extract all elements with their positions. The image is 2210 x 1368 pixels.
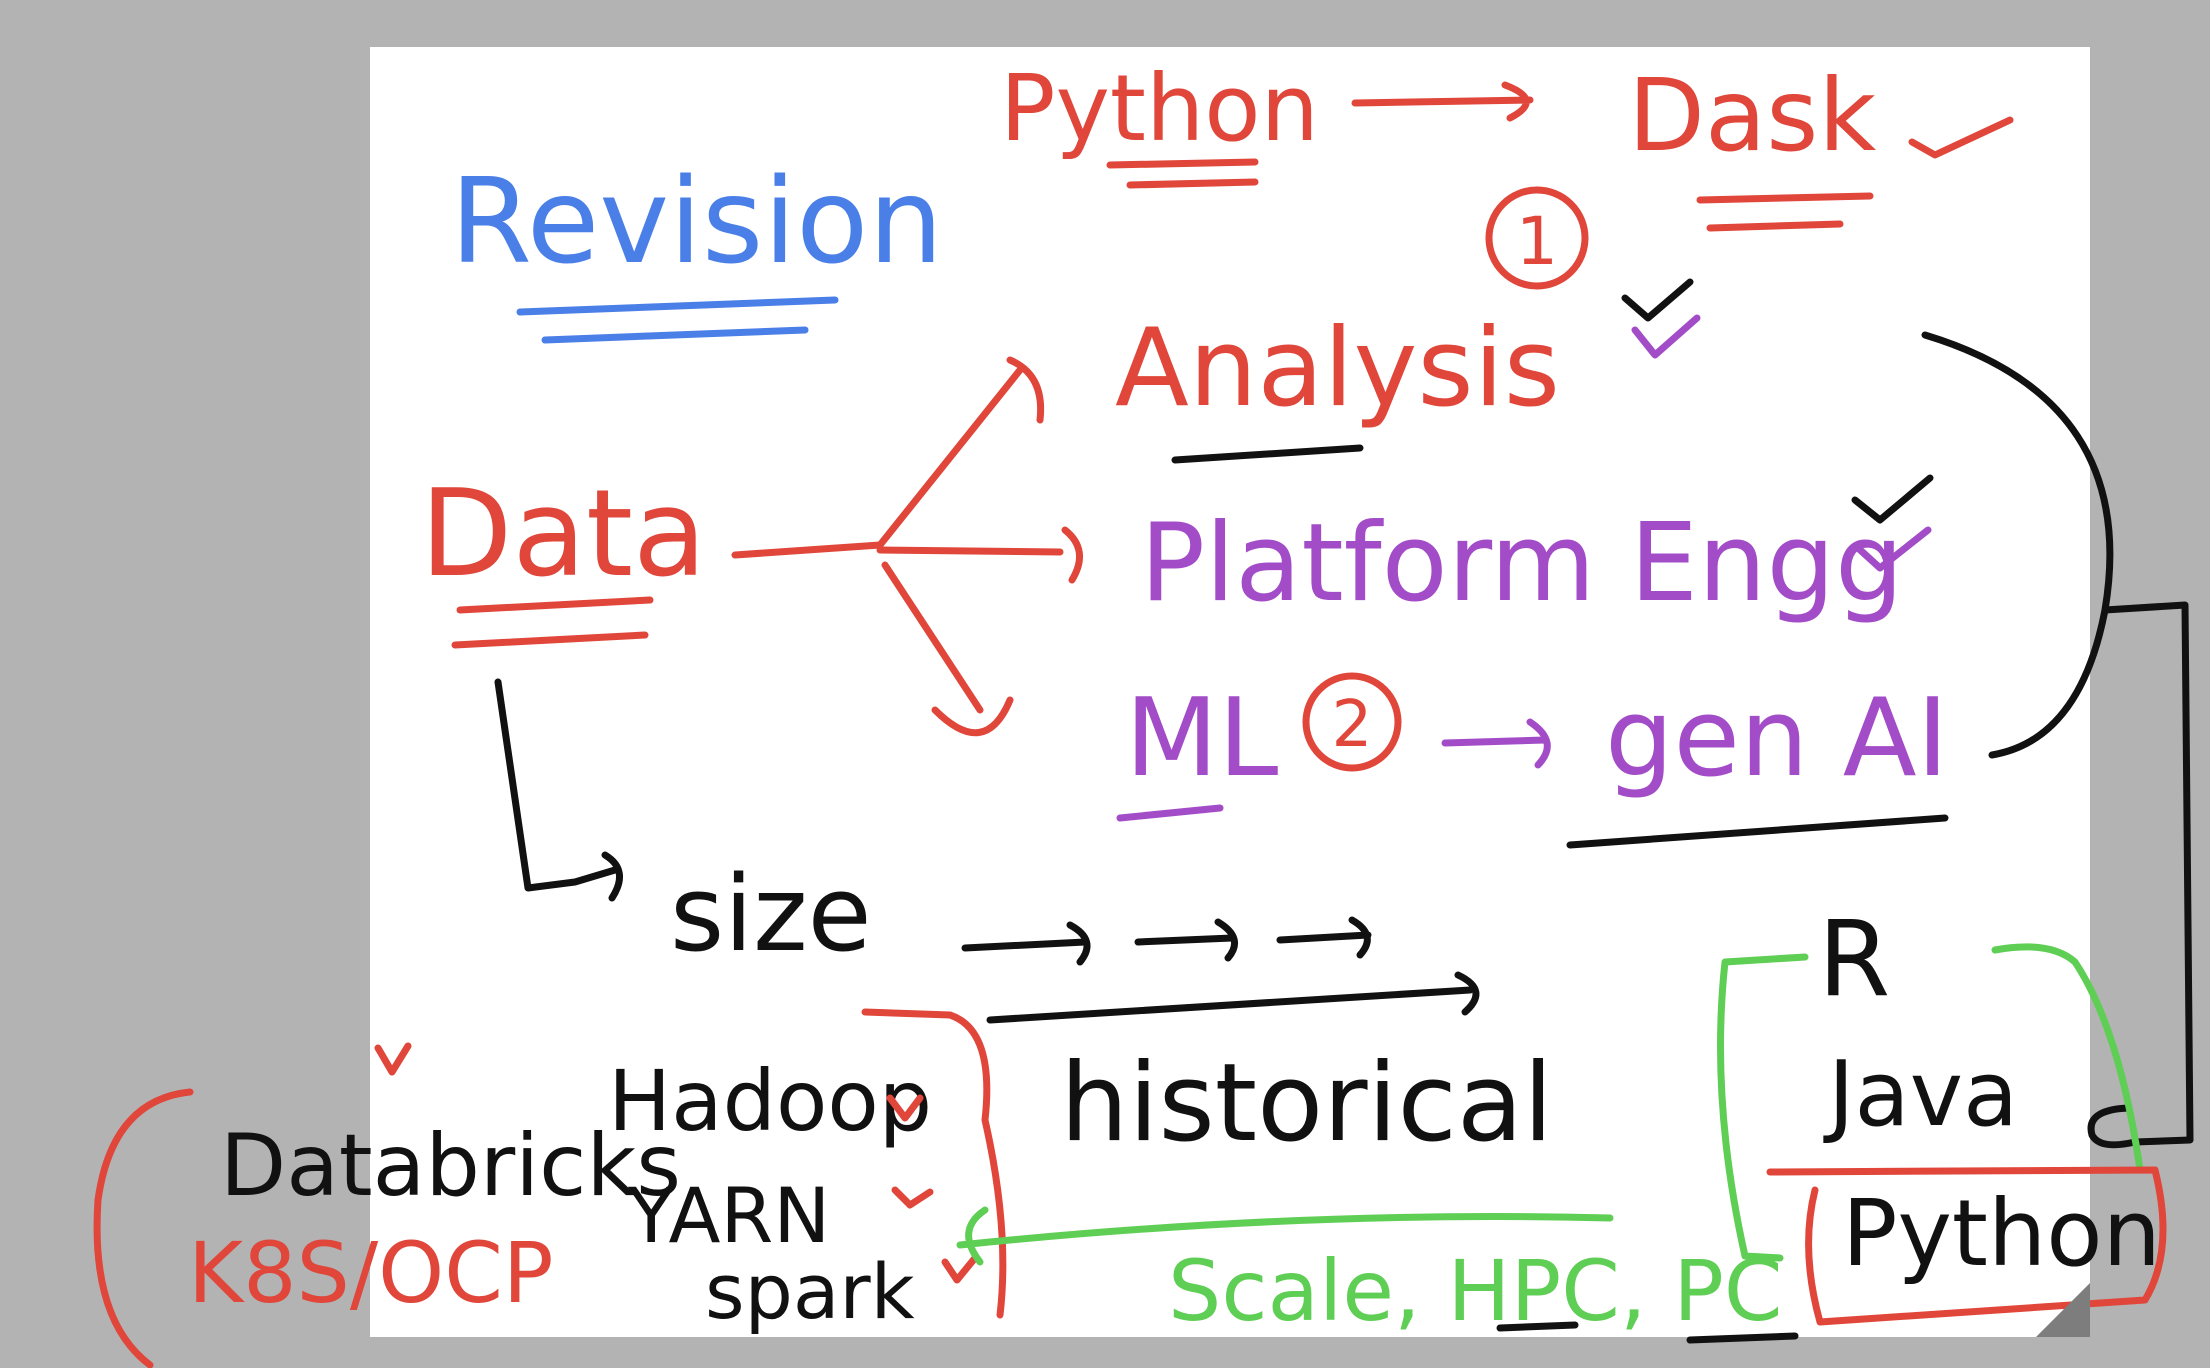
- databricks-label: Databricks: [220, 1116, 681, 1216]
- revision-underline: [516, 296, 839, 316]
- r-label: R: [1818, 898, 1890, 1020]
- connector-hook: [2087, 1104, 2139, 1149]
- check-mark-icon: [1631, 314, 1701, 359]
- branch-arrow-ml: [881, 561, 1014, 737]
- revision-underline: [541, 326, 809, 344]
- ml-label: ML: [1125, 676, 1278, 801]
- dask-label: Dask: [1628, 57, 1876, 174]
- check-mark-icon: [1908, 116, 2014, 159]
- dask-underline: [1706, 220, 1844, 232]
- analysis-underline: [1171, 444, 1364, 464]
- genai-underline: [1566, 814, 1949, 849]
- hadoop-red-bracket: [861, 1008, 1007, 1319]
- yarn-label: YARN: [627, 1171, 830, 1260]
- data-to-size-arrow: [494, 678, 623, 902]
- k8s-ocp-label: K8S/OCP: [188, 1224, 554, 1322]
- whiteboard: [370, 47, 2090, 1337]
- ml-to-genai-arrow: [1441, 718, 1551, 769]
- data-stem-line: [731, 541, 884, 559]
- java-label: Java: [1823, 1042, 2018, 1147]
- pc-underline: [1686, 1332, 1799, 1344]
- check-mark-icon: [374, 1042, 412, 1076]
- hadoop-label: Hadoop: [608, 1052, 932, 1150]
- arrow-icon: [1276, 916, 1372, 959]
- python-underline: [1126, 178, 1259, 189]
- historical-label: historical: [1060, 1041, 1553, 1166]
- python-red-box: [1766, 1166, 2167, 1326]
- python-label: Python: [1000, 55, 1319, 162]
- branch-arrow-analysis: [876, 356, 1045, 549]
- priority-1-number: 1: [1516, 203, 1558, 280]
- python-underline: [1106, 158, 1259, 169]
- analysis-label: Analysis: [1115, 306, 1560, 431]
- hpc-underline: [1496, 1321, 1579, 1332]
- green-left-bracket: [1717, 953, 1809, 1262]
- ml-underline: [1116, 804, 1224, 822]
- spark-label: spark: [705, 1247, 915, 1336]
- python-to-dask-arrow: [1351, 81, 1534, 122]
- priority-1-circle: [1485, 186, 1589, 290]
- platform-label: Platform Engg: [1140, 501, 1904, 626]
- bracket-connector: [2101, 601, 2194, 1146]
- check-mark-icon: [1854, 526, 1932, 572]
- green-right-bracket: [1991, 943, 2144, 1174]
- priority-2-circle: [1302, 672, 1402, 772]
- branch-arrow-platform: [876, 526, 1083, 584]
- dask-underline: [1696, 192, 1874, 204]
- check-mark-icon: [941, 1254, 979, 1284]
- data-underline: [456, 596, 654, 614]
- genai-label: gen AI: [1605, 676, 1949, 801]
- arrow-icon: [961, 921, 1091, 966]
- check-mark-icon: [886, 1094, 924, 1122]
- check-mark-icon: [1851, 474, 1934, 524]
- check-mark-icon: [891, 1186, 934, 1209]
- size-label: size: [670, 853, 872, 975]
- priority-2-number: 2: [1332, 688, 1373, 762]
- scale-to-spark-arrow: [956, 1206, 1614, 1266]
- data-underline: [451, 631, 649, 649]
- check-mark-icon: [1621, 278, 1694, 322]
- data-label: Data: [420, 465, 707, 604]
- historical-arrow: [986, 971, 1480, 1024]
- corner-resize-icon[interactable]: [2036, 1283, 2090, 1337]
- scale-hpc-label: Scale, HPC, PC: [1168, 1242, 1783, 1340]
- python-box-label: Python: [1842, 1180, 2161, 1287]
- arrow-icon: [1134, 918, 1239, 962]
- revision-title: Revision: [450, 152, 943, 290]
- left-red-bracket: [93, 1088, 194, 1368]
- grouping-bracket: [1921, 331, 2114, 759]
